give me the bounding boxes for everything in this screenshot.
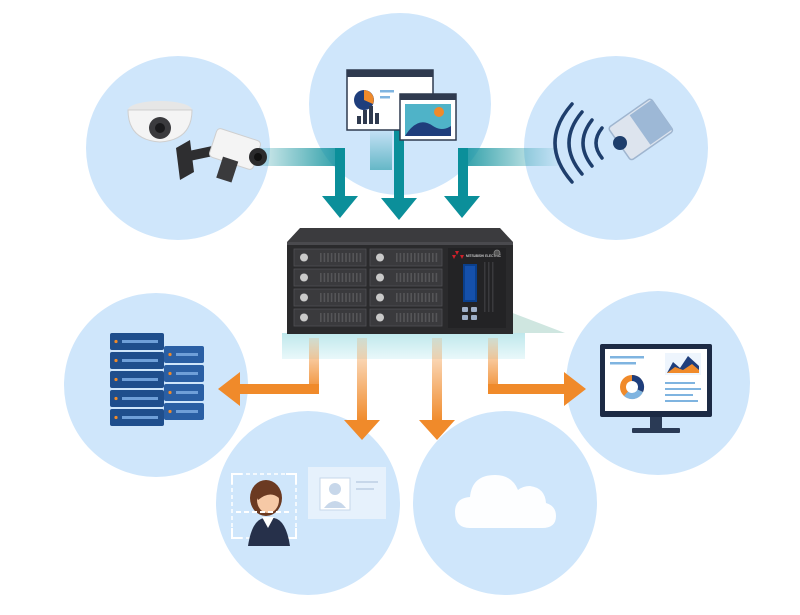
brand-logo-text: MITSUBISHI ELECTRIC — [466, 254, 502, 258]
power-button-icon — [493, 249, 501, 257]
server-unit — [110, 352, 164, 369]
drive-bay — [293, 268, 367, 287]
drive-latch-icon — [300, 293, 308, 302]
server-unit — [110, 371, 164, 388]
brand-logo-icon — [455, 251, 459, 255]
browser-window-icon — [346, 69, 457, 141]
drive-bay — [369, 308, 443, 327]
drive-bay — [369, 268, 443, 287]
server-unit — [164, 403, 204, 420]
cctv-camera-icon — [127, 101, 267, 183]
arrow-to-cloud — [419, 338, 455, 440]
arrow-from-sensor — [444, 148, 558, 218]
input-arrows — [245, 128, 558, 220]
output-arrows — [218, 338, 586, 440]
vent-holes — [484, 262, 494, 312]
device-shelf — [282, 312, 565, 359]
face-id-icon — [231, 467, 386, 546]
server-unit — [164, 365, 204, 382]
arrow-to-server — [218, 338, 319, 406]
wireless-signal-icon — [553, 98, 674, 184]
server-unit — [164, 346, 204, 363]
drive-bay — [293, 288, 367, 307]
drive-latch-icon — [376, 313, 384, 322]
server-rack-icon — [110, 333, 204, 426]
drive-latch-icon — [376, 273, 384, 282]
drive-bay — [293, 248, 367, 267]
monitor-analytics-icon — [600, 344, 712, 433]
server-unit — [110, 390, 164, 407]
drive-bay — [369, 248, 443, 267]
front-panel-buttons — [462, 307, 477, 320]
nas-device: MITSUBISHI ELECTRIC — [287, 228, 513, 334]
drive-latch-icon — [300, 273, 308, 282]
server-unit — [164, 384, 204, 401]
drive-latch-icon — [376, 293, 384, 302]
drive-bay — [293, 308, 367, 327]
arrow-from-cameras — [245, 148, 358, 218]
drive-latch-icon — [300, 253, 308, 262]
arrow-to-monitor — [488, 338, 586, 406]
drive-latch-icon — [376, 253, 384, 262]
arrow-from-dashboard — [370, 128, 417, 220]
arrow-to-face-id — [344, 338, 380, 440]
drive-bays — [293, 248, 443, 327]
drive-latch-icon — [300, 313, 308, 322]
drive-bay — [369, 288, 443, 307]
server-unit — [110, 333, 164, 350]
server-unit — [110, 409, 164, 426]
cloud-icon — [455, 475, 556, 528]
